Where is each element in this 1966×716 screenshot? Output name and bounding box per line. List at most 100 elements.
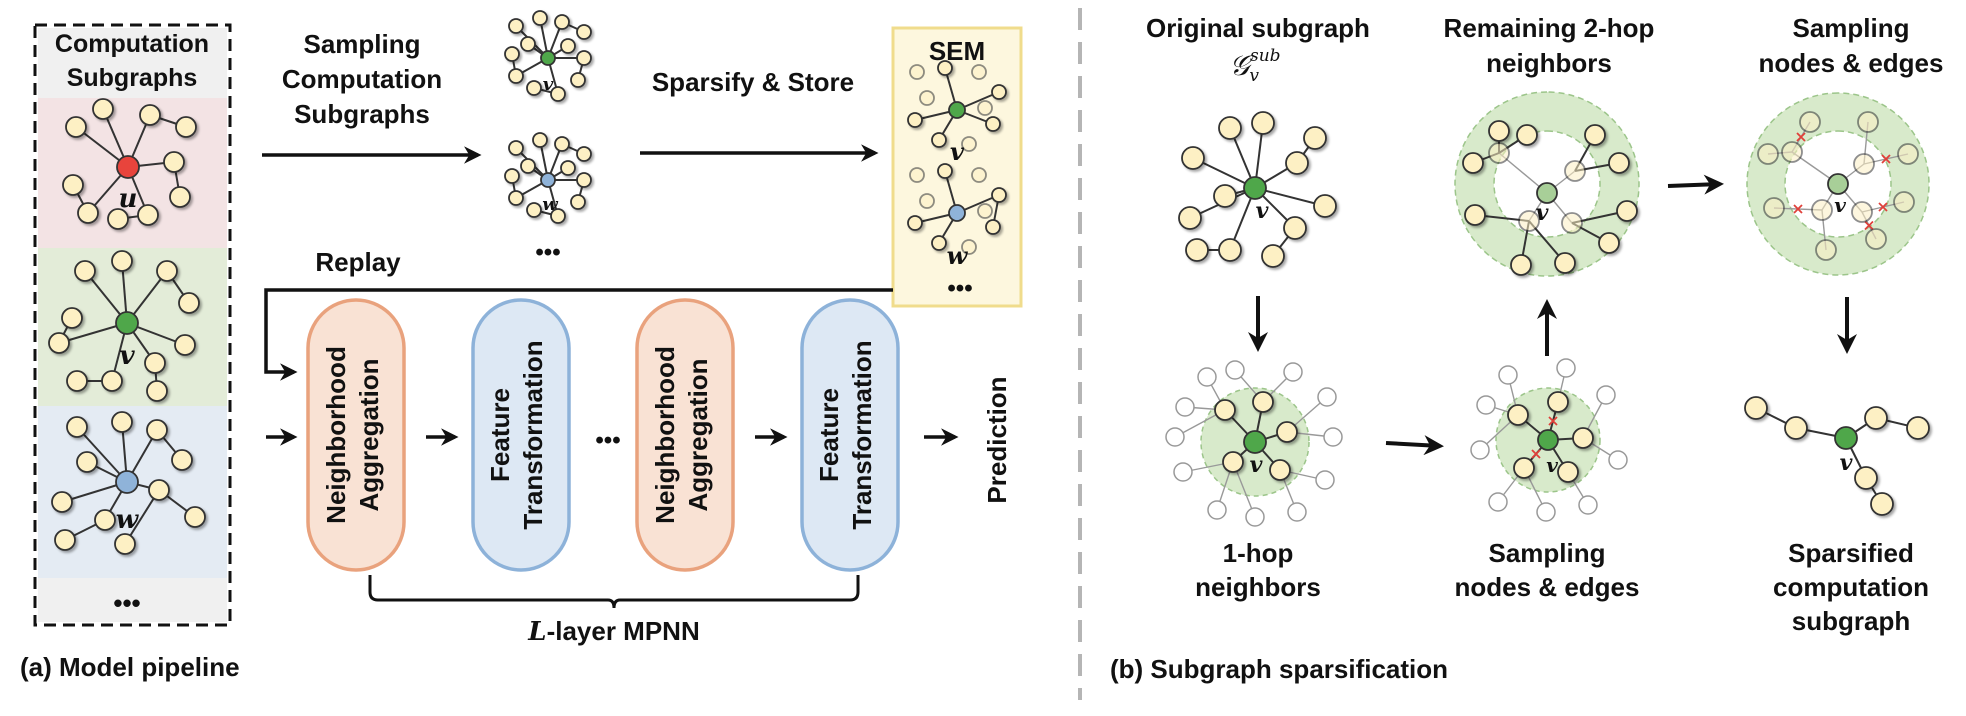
graph-node bbox=[1285, 151, 1309, 175]
sampled-subgraph-v bbox=[504, 10, 592, 102]
graph-node bbox=[1781, 141, 1803, 163]
graph-node bbox=[1245, 507, 1265, 527]
graph-node bbox=[1181, 146, 1205, 170]
graph-node bbox=[1287, 502, 1307, 522]
original-subgraph-math: 𝒢vsub bbox=[1229, 46, 1280, 86]
subgraph-u-graph bbox=[62, 98, 197, 230]
graph-node bbox=[977, 100, 993, 116]
graph-node bbox=[1799, 111, 1821, 133]
graph-node bbox=[1851, 201, 1873, 223]
graph-center-node bbox=[115, 311, 139, 335]
sem-node-label-v: v bbox=[950, 137, 965, 166]
graph-node bbox=[554, 14, 570, 30]
graph-node bbox=[66, 416, 88, 438]
graph-node bbox=[919, 193, 935, 209]
graph-node bbox=[985, 116, 1001, 132]
arrow-right-remaining bbox=[1667, 174, 1724, 195]
neighborhood-aggregation-block-2 bbox=[635, 298, 735, 572]
sparse-node-label-v: v bbox=[1840, 450, 1853, 476]
original-subgraph-graph bbox=[1178, 111, 1337, 268]
graph-node bbox=[54, 529, 76, 551]
graph-node bbox=[1584, 124, 1606, 146]
block-2-line1: Feature bbox=[485, 388, 515, 482]
block-3-line1: Neighborhood bbox=[650, 346, 680, 524]
graph-node bbox=[1213, 184, 1237, 208]
graph-node bbox=[909, 167, 925, 183]
sampling-top-graph bbox=[1757, 111, 1919, 261]
sampled-subgraph-w bbox=[504, 132, 592, 224]
sampling-top-title-line1: Sampling bbox=[1792, 13, 1909, 43]
computation-subgraphs-title-line2: Subgraphs bbox=[67, 64, 198, 92]
graph-node bbox=[550, 86, 566, 102]
graph-node bbox=[144, 352, 166, 374]
panel-a-caption: (a) Model pipeline bbox=[20, 652, 240, 682]
onehop-title-line1: 1-hop bbox=[1223, 538, 1294, 568]
graph-node bbox=[94, 509, 116, 531]
sampled-ellipsis: ••• bbox=[535, 239, 560, 266]
graph-center-node bbox=[115, 470, 139, 494]
graph-node bbox=[1313, 194, 1337, 218]
node-label-u: u bbox=[119, 184, 138, 214]
graph-node bbox=[907, 215, 923, 231]
remaining-title-line1: Remaining 2-hop bbox=[1444, 13, 1655, 43]
sparsified-title-line3: subgraph bbox=[1792, 606, 1910, 636]
graph-node bbox=[532, 132, 548, 148]
feature-transformation-block-1 bbox=[471, 298, 571, 572]
sampling-bottom-title-line1: Sampling bbox=[1488, 538, 1605, 568]
graph-node bbox=[576, 146, 592, 162]
graph-node bbox=[961, 239, 977, 255]
block-3-line2: Aggregation bbox=[683, 358, 713, 511]
graph-node bbox=[101, 370, 123, 392]
graph-node bbox=[137, 204, 159, 226]
graph-node bbox=[1218, 116, 1242, 140]
computation-subgraphs-box bbox=[33, 23, 232, 627]
graph-node bbox=[1261, 244, 1285, 268]
onehop-neighbors-graph bbox=[1165, 360, 1343, 527]
graph-node bbox=[1323, 427, 1343, 447]
edge-cut-mark bbox=[1796, 132, 1806, 142]
graph-node bbox=[1476, 395, 1496, 415]
graph-node bbox=[174, 334, 196, 356]
graph-node bbox=[1547, 391, 1569, 413]
graph-node bbox=[1893, 191, 1915, 213]
subgraphs-ellipsis: ••• bbox=[113, 588, 140, 618]
graph-node bbox=[1744, 396, 1768, 420]
graph-node bbox=[991, 84, 1007, 100]
graph-node bbox=[931, 235, 947, 251]
graph-node bbox=[560, 160, 576, 176]
math-sup: sub bbox=[1250, 46, 1281, 66]
graph-node bbox=[576, 172, 592, 188]
computation-subgraphs-title-line1: Computation bbox=[55, 30, 209, 58]
graph-node bbox=[1897, 143, 1919, 165]
graph-node bbox=[178, 292, 200, 314]
graph-node bbox=[1498, 365, 1518, 385]
graph-node bbox=[1283, 362, 1303, 382]
block-4-line2: Transformation bbox=[847, 340, 877, 529]
graph-node bbox=[1815, 239, 1837, 261]
graph-node bbox=[550, 208, 566, 224]
orig-node-label-v: v bbox=[1256, 198, 1269, 224]
sampling-node-label-v: v bbox=[1546, 453, 1558, 477]
graph-node bbox=[508, 190, 524, 206]
graph-node bbox=[931, 132, 947, 148]
sampling-label-line2: Computation bbox=[282, 64, 442, 94]
graph-center-node bbox=[948, 204, 966, 222]
graph-node bbox=[1556, 358, 1576, 378]
graph-node bbox=[1165, 427, 1185, 447]
graph-node bbox=[1175, 397, 1195, 417]
graph-center-node bbox=[540, 172, 556, 188]
prediction-label: Prediction bbox=[982, 376, 1012, 503]
edge-cut-mark bbox=[1793, 204, 1803, 214]
sampled-node-label-w: w bbox=[542, 194, 559, 215]
block-2-line2: Transformation bbox=[518, 340, 548, 529]
graph-node bbox=[919, 90, 935, 106]
graph-node bbox=[961, 136, 977, 152]
graph-node bbox=[74, 260, 96, 282]
graph-node bbox=[1865, 228, 1887, 250]
graph-node bbox=[1572, 427, 1594, 449]
graph-node bbox=[1173, 462, 1193, 482]
graph-node bbox=[65, 116, 87, 138]
graph-node bbox=[1488, 120, 1510, 142]
sem-subgraph-w bbox=[907, 163, 1007, 255]
